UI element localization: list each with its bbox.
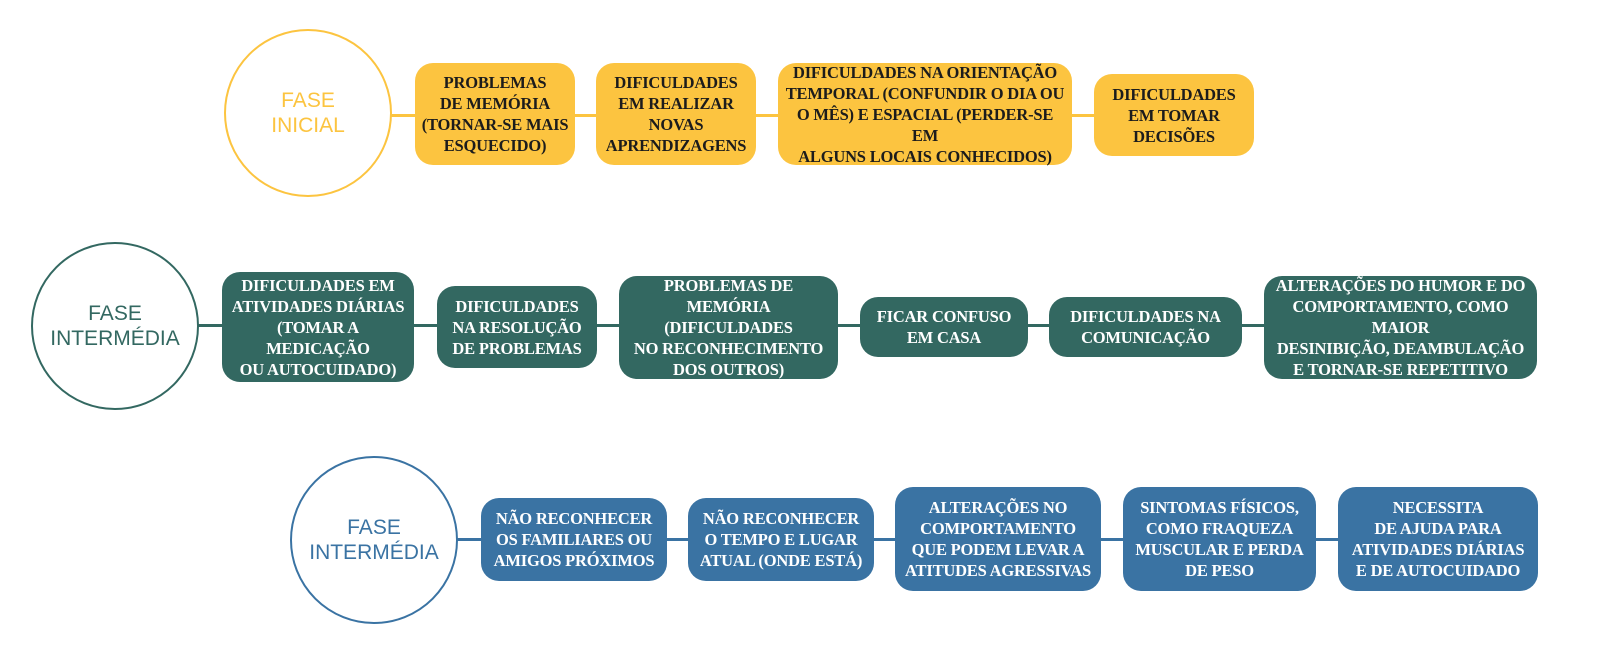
phase-3-label: FASE INTERMÉDIA — [309, 516, 439, 564]
phase-2-item-5: DIFICULDADES NA COMUNICAÇÃO — [1049, 297, 1242, 357]
phase-2-circle: FASE INTERMÉDIA — [31, 242, 199, 410]
phase-3-item-1: NÃO RECONHECER OS FAMILIARES OU AMIGOS P… — [481, 498, 667, 581]
phase-2-item-6: ALTERAÇÕES DO HUMOR E DO COMPORTAMENTO, … — [1264, 276, 1537, 379]
phase-3-item-4: SINTOMAS FÍSICOS, COMO FRAQUEZA MUSCULAR… — [1123, 487, 1316, 591]
phase-3-item-5: NECESSITA DE AJUDA PARA ATIVIDADES DIÁRI… — [1338, 487, 1538, 591]
phase-2-label: FASE INTERMÉDIA — [50, 302, 180, 350]
phase-2-item-4: FICAR CONFUSO EM CASA — [860, 297, 1028, 357]
phase-1-label: FASE INICIAL — [271, 89, 345, 137]
phase-3-item-3: ALTERAÇÕES NO COMPORTAMENTO QUE PODEM LE… — [895, 487, 1101, 591]
phase-1-item-4: DIFICULDADES EM TOMAR DECISÕES — [1094, 74, 1254, 156]
phase-3-circle: FASE INTERMÉDIA — [290, 456, 458, 624]
phase-1-circle: FASE INICIAL — [224, 29, 392, 197]
phase-1-item-1: PROBLEMAS DE MEMÓRIA (TORNAR-SE MAIS ESQ… — [415, 63, 575, 165]
phase-1-item-2: DIFICULDADES EM REALIZAR NOVAS APRENDIZA… — [596, 63, 756, 165]
phase-2-item-2: DIFICULDADES NA RESOLUÇÃO DE PROBLEMAS — [437, 286, 597, 368]
phase-1-item-3: DIFICULDADES NA ORIENTAÇÃO TEMPORAL (CON… — [778, 63, 1072, 166]
phase-2-item-1: DIFICULDADES EM ATIVIDADES DIÁRIAS (TOMA… — [222, 272, 414, 382]
phase-3-item-2: NÃO RECONHECER O TEMPO E LUGAR ATUAL (ON… — [688, 498, 874, 581]
phase-2-item-3: PROBLEMAS DE MEMÓRIA (DIFICULDADES NO RE… — [619, 276, 838, 379]
